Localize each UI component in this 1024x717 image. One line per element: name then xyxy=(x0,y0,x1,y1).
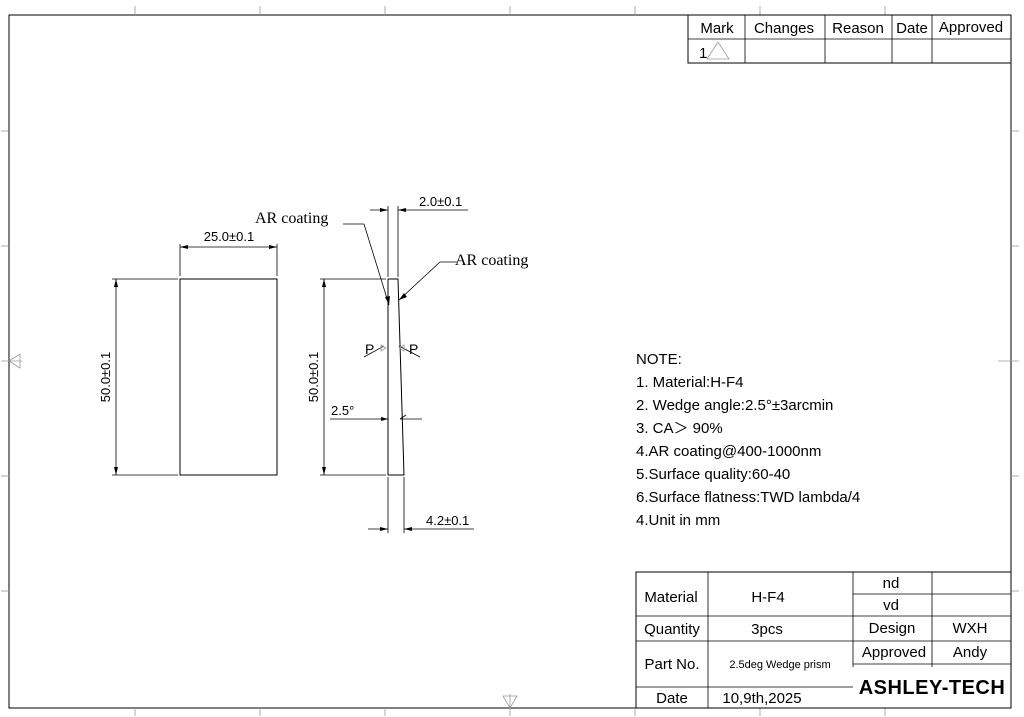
quantity-label: Quantity xyxy=(644,621,700,638)
wedge-outline xyxy=(387,278,405,476)
design-label: Design xyxy=(869,620,916,637)
note-item: 4.AR coating@400-1000nm xyxy=(636,443,821,460)
approved-value: Andy xyxy=(953,644,988,661)
note-item: 3. CA＞ 90% xyxy=(636,420,723,437)
p-marker-right-icon xyxy=(398,344,405,352)
notes-block: NOTE: 1. Material:H-F4 2. Wedge angle:2.… xyxy=(636,351,860,529)
rev-header-approved: Approved xyxy=(939,19,1003,36)
plate-outline xyxy=(179,278,278,476)
rev-header-mark: Mark xyxy=(700,20,734,37)
rev-header-reason: Reason xyxy=(832,20,884,37)
revision-triangle-icon xyxy=(706,41,730,60)
note-item: 4.Unit in mm xyxy=(636,512,720,529)
plate-width-dimension: 25.0±0.1 xyxy=(204,229,255,244)
part-number-label: Part No. xyxy=(644,656,699,673)
note-item: 1. Material:H-F4 xyxy=(636,374,744,391)
nd-label: nd xyxy=(883,575,900,592)
thick-edge-dimension: 4.2±0.1 xyxy=(426,513,469,528)
plate-front-view: 25.0±0.1 50.0±0.1 xyxy=(98,229,278,476)
rev-row-mark: 1 xyxy=(699,45,707,62)
company-name: ASHLEY-TECH xyxy=(859,677,1006,699)
part-number-value: 2.5deg Wedge prism xyxy=(729,659,830,671)
centering-mark-left xyxy=(8,353,21,369)
ar-coating-label-right: AR coating xyxy=(455,252,528,269)
sheet-border xyxy=(8,14,1012,709)
p-marker-left-icon xyxy=(380,344,387,352)
plate-height-dimension: 50.0±0.1 xyxy=(98,352,113,403)
approved-label: Approved xyxy=(862,644,926,661)
rev-header-changes: Changes xyxy=(754,20,814,37)
thin-edge-dimension: 2.0±0.1 xyxy=(419,194,462,209)
vd-label: vd xyxy=(883,597,899,614)
material-label: Material xyxy=(644,589,697,606)
p-label-right: P xyxy=(409,341,418,357)
note-item: 5.Surface quality:60-40 xyxy=(636,466,790,483)
design-value: WXH xyxy=(953,620,988,637)
zone-ticks xyxy=(1,6,1019,716)
title-block: Material H-F4 nd vd Quantity 3pcs Design… xyxy=(635,571,1012,709)
p-label-left: P xyxy=(365,341,374,357)
prism-height-dimension: 50.0±0.1 xyxy=(306,352,321,403)
date-value: 10,9th,2025 xyxy=(722,690,801,707)
quantity-value: 3pcs xyxy=(751,621,783,638)
rev-header-date: Date xyxy=(896,20,928,37)
wedge-angle-label: 2.5° xyxy=(331,403,354,418)
note-item: 2. Wedge angle:2.5°±3arcmin xyxy=(636,397,833,414)
material-value: H-F4 xyxy=(751,589,784,606)
note-item: 6.Surface flatness:TWD lambda/4 xyxy=(636,489,860,506)
revision-table: Mark Changes Reason Date Approved 1 xyxy=(687,14,1012,64)
notes-heading: NOTE: xyxy=(636,351,682,368)
ar-coating-label-left: AR coating xyxy=(255,210,328,227)
date-label: Date xyxy=(656,690,688,707)
wedge-prism-side-view: 2.0±0.1 50.0±0.1 4.2±0.1 2.5° P P AR coa… xyxy=(255,194,528,533)
